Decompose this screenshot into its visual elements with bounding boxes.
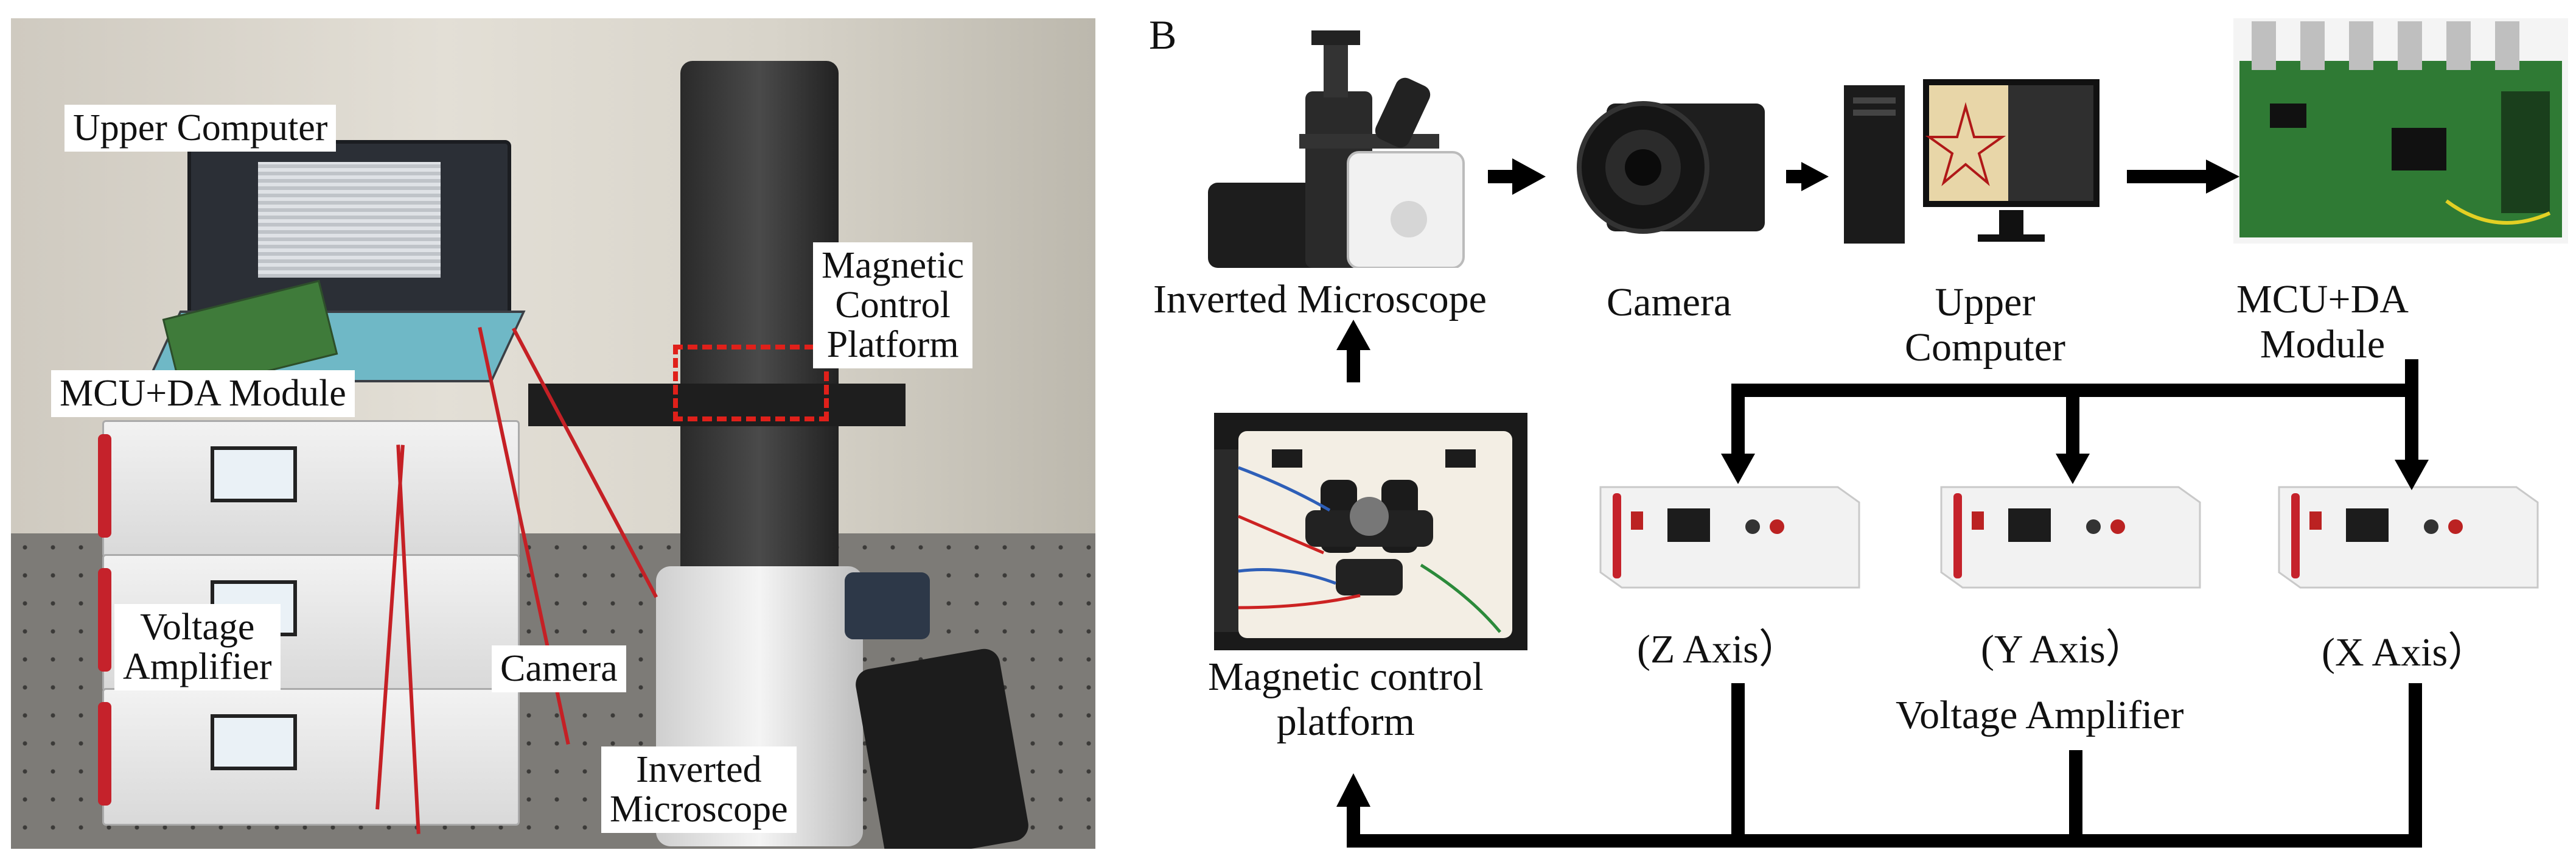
arrow-microscope-to-camera [1488,170,1512,183]
node-label-camera: Camera [1607,280,1732,325]
label-mcu-da-module: MCU+DA Module [51,370,355,418]
node-label-upper-computer: Upper Computer [1905,280,2065,370]
label-line: Module [2260,321,2386,367]
bus-mcu-down [2405,359,2418,463]
upper-computer-image [1844,79,2100,250]
label-magnetic-control-platform: Magnetic Control Platform [813,242,973,369]
arrowhead [1336,773,1370,807]
arrow-camera-to-computer [1786,170,1803,183]
label-line: platform [1276,699,1415,744]
amplifier-unit-1 [98,420,520,558]
amplifier-x-drawing [2278,486,2539,589]
arrow-platform-to-microscope [1347,347,1360,382]
mcu-da-module-image [2233,18,2568,244]
arrowhead [2056,454,2090,484]
camera-drawing [1577,101,1765,234]
label-line: Upper [1935,280,2036,325]
node-label-magnetic-platform: Magnetic control platform [1208,655,1484,745]
bus-to-platform [1347,804,1360,848]
camera-image-b [1576,91,1771,244]
magnetic-platform-image [1214,413,1527,650]
node-label-y-axis: (Y Axis） [1981,627,2146,672]
arrowhead [1721,454,1755,484]
platform-drawing [1214,413,1527,650]
label-line: MCU+DA [2236,277,2409,321]
label-line: Inverted [636,749,762,790]
label-line: Magnetic control [1208,655,1484,699]
mcu-board-drawing [2233,18,2568,244]
arrowhead [2395,460,2429,490]
label-line: Computer [1905,325,2065,370]
label-line: Amplifier [123,646,272,688]
amplifier-y-image [1935,475,2203,591]
node-label-inverted-microscope: Inverted Microscope [1153,277,1487,321]
label-line: Microscope [610,788,788,831]
node-label-mcu-da-module: MCU+DA Module [2236,277,2409,367]
arrowhead [1512,158,1546,195]
bus-z-up [1731,683,1745,848]
amplifier-y-drawing [1940,486,2201,589]
bus-x-up [2409,683,2422,848]
lab-setup-photo: Upper Computer MCU+DA Module Magnetic Co… [11,18,1095,849]
label-line: Voltage [140,606,255,648]
panel-b-letter: B [1149,12,1177,58]
bus-horizontal-bottom [1347,834,2422,848]
arrowhead [2206,160,2239,194]
label-line: Control [835,284,951,326]
label-voltage-amplifier: Voltage Amplifier [114,604,281,691]
label-inverted-microscope: Inverted Microscope [601,746,797,834]
bus-y-up [2069,750,2082,848]
inverted-microscope-image [1202,24,1470,268]
arrowhead [1801,162,1829,191]
amplifier-z-drawing [1599,486,1860,589]
label-line: Magnetic [822,245,965,286]
laptop-screen [258,162,441,278]
platform-highlight-box [673,345,829,421]
amplifier-x-image [2273,475,2541,591]
node-label-x-axis: (X Axis） [2322,630,2488,675]
laptop-image [187,140,511,330]
arrowhead [1336,320,1370,350]
arrow-computer-to-mcu [2127,170,2209,183]
computer-drawing [1844,79,2100,244]
label-camera: Camera [492,645,626,693]
bus-y-down [2066,384,2079,457]
amplifier-unit-3 [98,688,520,826]
microscope-drawing [1208,30,1465,268]
label-line: Platform [826,324,959,366]
node-label-voltage-amplifier: Voltage Amplifier [1896,693,2184,737]
amplifier-z-image [1594,475,1862,591]
label-upper-computer: Upper Computer [65,105,337,152]
camera-image [845,572,930,639]
node-label-z-axis: (Z Axis） [1637,627,1799,672]
bus-z-down [1731,384,1745,457]
